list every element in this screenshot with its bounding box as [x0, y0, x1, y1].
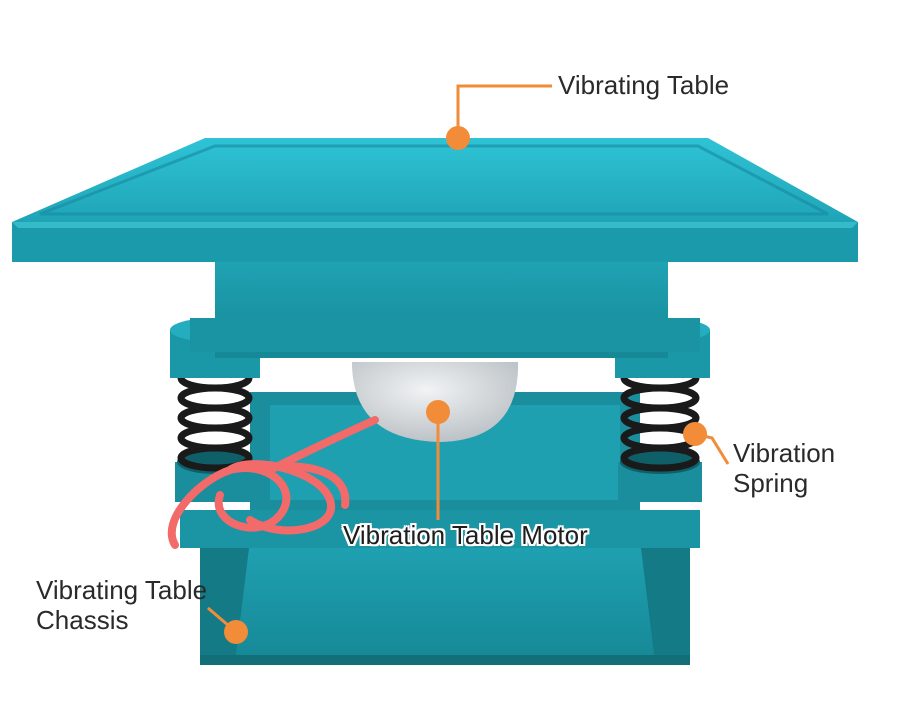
callout-dot-spring	[683, 422, 707, 446]
label-vibration-spring: Vibration Spring	[733, 438, 836, 498]
power-cable	[167, 416, 379, 549]
callout-dot-motor	[426, 400, 450, 424]
callout-dot-table	[446, 126, 470, 150]
chassis	[200, 540, 690, 665]
label-vibration-table-motor: Vibration Table Motor	[343, 520, 588, 550]
label-vibrating-table: Vibrating Table	[558, 70, 730, 100]
table-support-frame	[190, 262, 700, 358]
vibrating-tabletop	[12, 138, 858, 262]
label-vibrating-table-chassis: Vibrating Table Chassis	[36, 575, 208, 635]
callout-dot-chassis	[224, 620, 248, 644]
callout-line-table	[456, 84, 552, 138]
